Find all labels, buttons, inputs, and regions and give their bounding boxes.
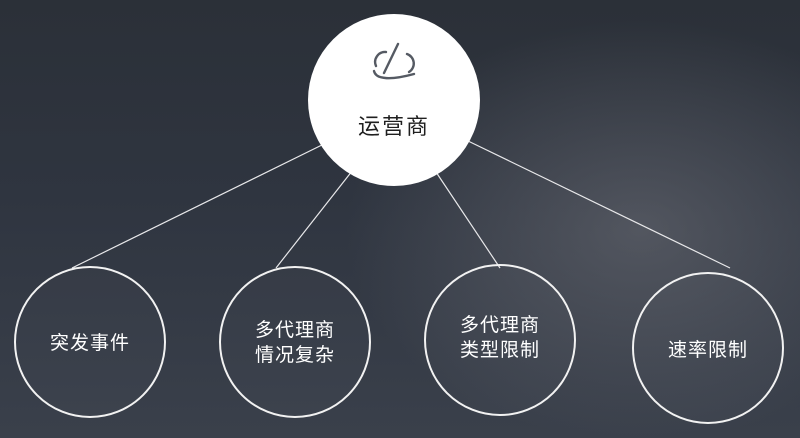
- child-label-line-1: 多代理商: [255, 319, 335, 341]
- child-label-line-2: 类型限制: [460, 339, 540, 361]
- connector-agent-type-limit: [431, 165, 501, 269]
- connector-emergency: [71, 141, 329, 269]
- connector-multi-agent-complex: [275, 165, 357, 269]
- child-label-line-1: 多代理商: [460, 314, 540, 336]
- child-circle: [424, 264, 576, 416]
- child-circle: [219, 266, 371, 418]
- root-node: 运营商: [308, 14, 480, 186]
- connectors: [71, 139, 731, 269]
- child-label-line-1: 突发事件: [50, 332, 130, 354]
- child-node-rate-limit: 速率限制: [632, 272, 784, 424]
- root-label: 运营商: [358, 115, 430, 140]
- child-circle: [14, 266, 166, 418]
- child-node-emergency: 突发事件: [14, 266, 166, 418]
- carrier-logo-icon: [372, 42, 416, 80]
- root-circle: [308, 14, 480, 186]
- child-node-multi-agent-complex: 多代理商 情况复杂: [219, 266, 371, 418]
- child-label-line-1: 速率限制: [668, 339, 748, 361]
- child-circle: [632, 272, 784, 424]
- child-label-line-2: 情况复杂: [255, 344, 335, 366]
- connector-rate-limit: [465, 139, 731, 269]
- child-node-agent-type-limit: 多代理商 类型限制: [424, 264, 576, 416]
